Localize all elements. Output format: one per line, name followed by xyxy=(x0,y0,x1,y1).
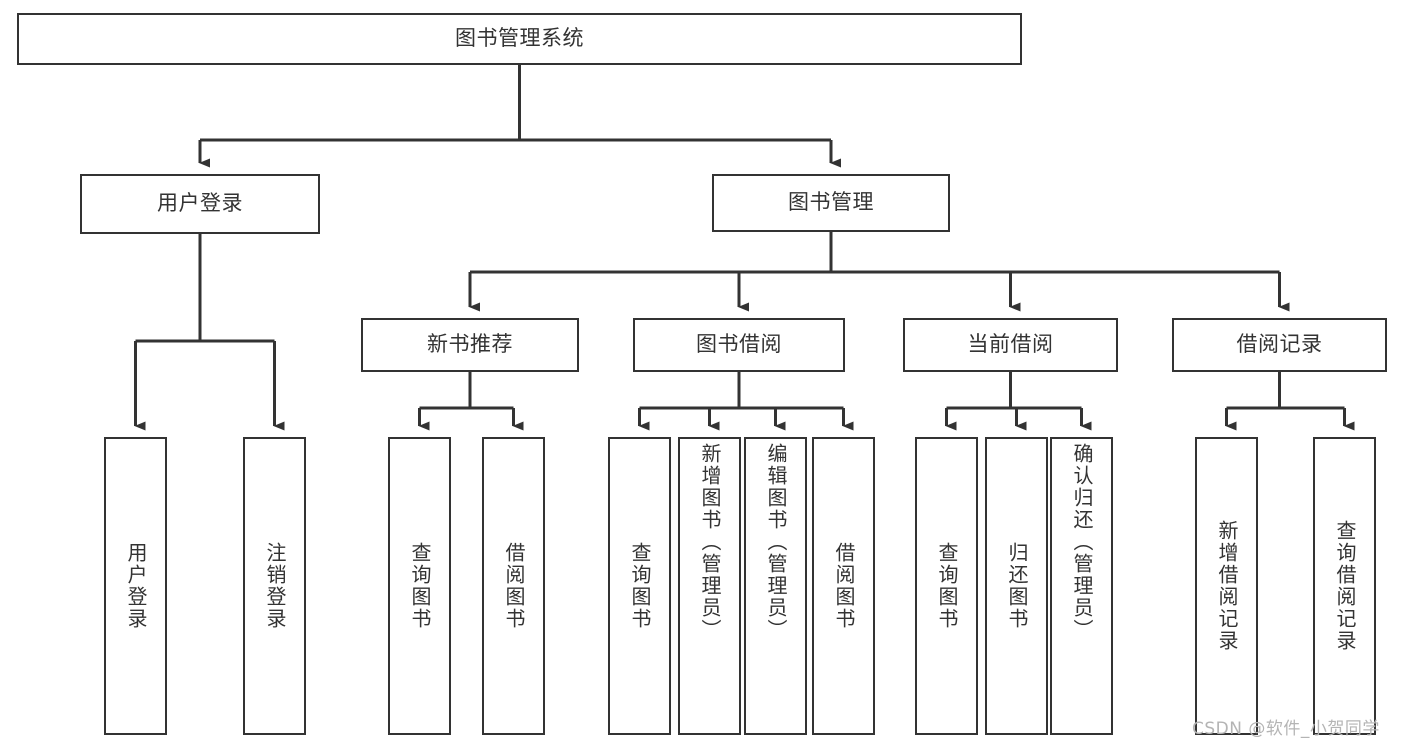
node-book-management[interactable]: 图书管理 xyxy=(712,174,950,232)
node-label: 新增借阅记录 xyxy=(1215,520,1239,652)
node-label: 新书推荐 xyxy=(427,332,513,357)
node-label: 编辑图书（管理员） xyxy=(764,443,788,641)
node-borrow-book-1[interactable]: 借阅图书 xyxy=(482,437,545,735)
node-label: 用户登录 xyxy=(124,542,148,630)
node-label: 借阅图书 xyxy=(502,542,526,630)
node-label: 查询借阅记录 xyxy=(1333,520,1357,652)
node-label: 新增图书（管理员） xyxy=(698,443,722,641)
node-label: 借阅记录 xyxy=(1236,332,1323,357)
node-user-logout[interactable]: 注销登录 xyxy=(243,437,306,735)
node-label: 借阅图书 xyxy=(832,542,856,630)
node-label: 查询图书 xyxy=(408,542,432,630)
node-label: 图书借阅 xyxy=(696,332,782,357)
node-borrow-records[interactable]: 借阅记录 xyxy=(1172,318,1387,372)
node-new-book-recommend[interactable]: 新书推荐 xyxy=(361,318,579,372)
node-edit-book-admin[interactable]: 编辑图书（管理员） xyxy=(744,437,807,735)
node-label: 归还图书 xyxy=(1005,542,1029,630)
node-query-book-1[interactable]: 查询图书 xyxy=(388,437,451,735)
node-confirm-return-admin[interactable]: 确认归还（管理员） xyxy=(1050,437,1113,735)
node-add-borrow-record[interactable]: 新增借阅记录 xyxy=(1195,437,1258,735)
node-label: 确认归还（管理员） xyxy=(1070,443,1094,641)
node-query-book-2[interactable]: 查询图书 xyxy=(608,437,671,735)
node-label: 查询图书 xyxy=(628,542,652,630)
node-add-book-admin[interactable]: 新增图书（管理员） xyxy=(678,437,741,735)
node-query-book-3[interactable]: 查询图书 xyxy=(915,437,978,735)
node-root[interactable]: 图书管理系统 xyxy=(17,13,1022,65)
node-user-login[interactable]: 用户登录 xyxy=(80,174,320,234)
node-return-book[interactable]: 归还图书 xyxy=(985,437,1048,735)
node-borrow-book-2[interactable]: 借阅图书 xyxy=(812,437,875,735)
node-user-login-do[interactable]: 用户登录 xyxy=(104,437,167,735)
node-label: 查询图书 xyxy=(935,542,959,630)
node-current-borrow[interactable]: 当前借阅 xyxy=(903,318,1118,372)
node-label: 当前借阅 xyxy=(967,332,1054,357)
node-label: 图书管理 xyxy=(788,190,874,215)
node-query-borrow-record[interactable]: 查询借阅记录 xyxy=(1313,437,1376,735)
node-label: 注销登录 xyxy=(263,542,287,630)
node-label: 图书管理系统 xyxy=(455,26,584,51)
watermark-label: CSDN @软件_小贺同学 xyxy=(1192,719,1380,739)
node-label: 用户登录 xyxy=(157,191,243,216)
node-book-borrow[interactable]: 图书借阅 xyxy=(633,318,845,372)
